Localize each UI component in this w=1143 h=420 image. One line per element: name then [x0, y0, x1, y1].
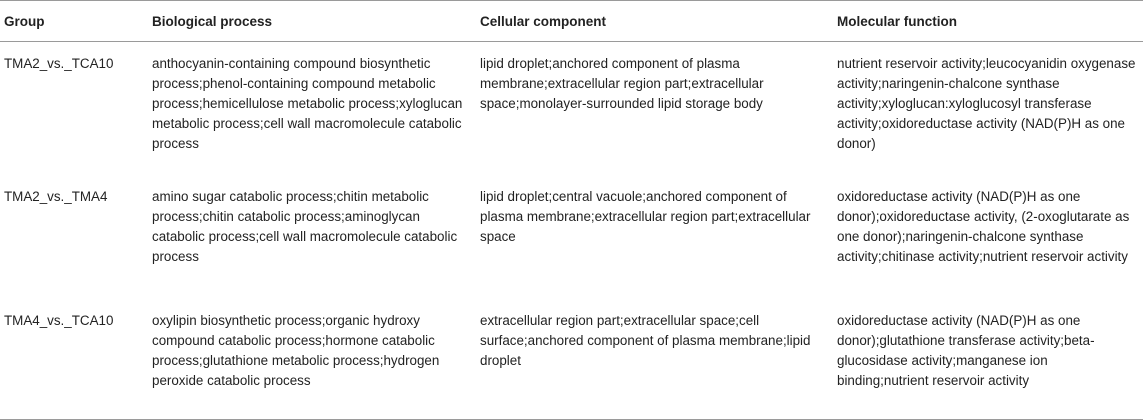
cell-group: TMA4_vs._TCA10: [4, 312, 114, 328]
cell-biological-process: anthocyanin-containing compound biosynth…: [152, 56, 463, 151]
cell-molecular-function: oxidoreductase activity (NAD(P)H as one …: [837, 312, 1095, 388]
cell-cellular-component: lipid droplet;anchored component of plas…: [480, 56, 764, 111]
cell-cellular-component: lipid droplet;central vacuole;anchored c…: [480, 188, 811, 244]
header-molecular-function: Molecular function: [837, 13, 958, 29]
cell-molecular-function: oxidoreductase activity (NAD(P)H as one …: [837, 188, 1130, 264]
table-row: TMA2_vs._TMA4 amino sugar catabolic proc…: [0, 175, 1143, 299]
header-row: Group Biological process Cellular compon…: [0, 0, 1143, 42]
table-header: Group Biological process Cellular compon…: [0, 0, 1143, 42]
cell-biological-process: oxylipin biosynthetic process;organic hy…: [152, 312, 440, 388]
header-biological-process: Biological process: [152, 13, 273, 29]
cell-group: TMA2_vs._TCA10: [4, 56, 114, 71]
cell-molecular-function: nutrient reservoir activity;leucocyanidi…: [837, 56, 1136, 151]
table-row: TMA4_vs._TCA10 oxylipin biosynthetic pro…: [0, 299, 1143, 420]
cell-cellular-component: extracellular region part;extracellular …: [480, 312, 811, 368]
header-group: Group: [4, 13, 45, 29]
cell-biological-process: amino sugar catabolic process;chitin met…: [152, 188, 458, 264]
table-row: TMA2_vs._TCA10 anthocyanin-containing co…: [0, 42, 1143, 175]
header-cellular-component: Cellular component: [480, 13, 607, 29]
table-body: TMA2_vs._TCA10 anthocyanin-containing co…: [0, 42, 1143, 420]
cell-group: TMA2_vs._TMA4: [4, 188, 108, 204]
